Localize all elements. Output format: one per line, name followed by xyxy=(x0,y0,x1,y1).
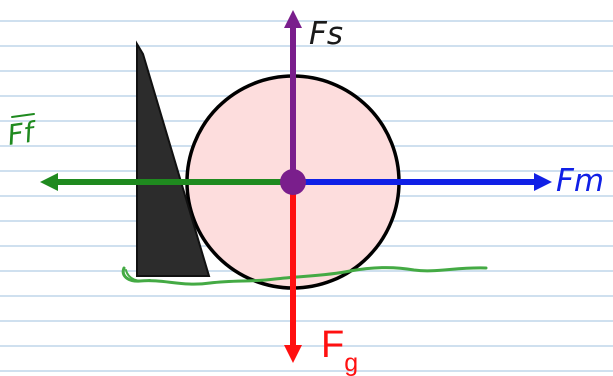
friction-force-arrow xyxy=(40,173,293,191)
friction-vector-bar xyxy=(11,113,35,118)
support-force-label: Fs xyxy=(309,16,343,52)
gravity-label-subscript: g xyxy=(344,349,358,376)
motor-force-arrow xyxy=(293,173,552,191)
gravity-force-arrow xyxy=(284,182,302,363)
motor-force-label: Fm xyxy=(556,163,604,199)
ground-line-icon xyxy=(121,265,488,286)
support-force-arrow xyxy=(284,10,302,182)
wedge-block-icon xyxy=(136,40,211,277)
gravity-force-label: Fg xyxy=(321,324,358,376)
center-of-mass-dot xyxy=(280,169,306,195)
gravity-label-main: F xyxy=(321,324,344,366)
